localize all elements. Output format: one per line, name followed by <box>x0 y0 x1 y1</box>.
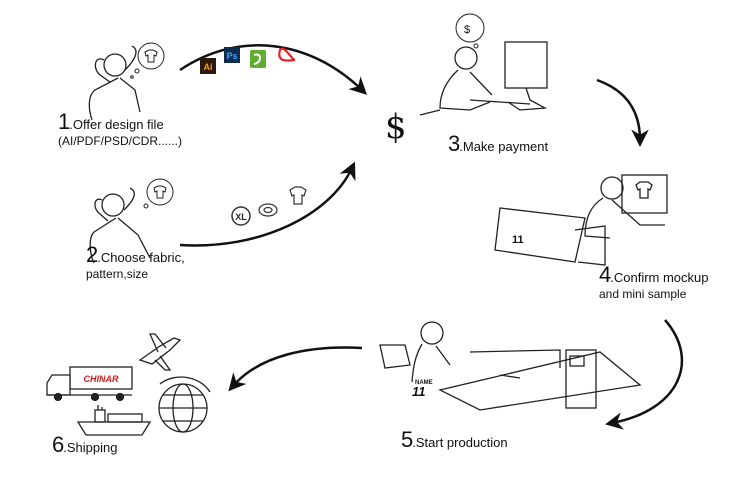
production-jersey-name: NAME <box>415 380 433 386</box>
truck-brand-label: CHINAR <box>84 374 119 384</box>
step-2-number: 2 <box>86 242 98 267</box>
arrow-step4-to-step5 <box>605 319 684 430</box>
step-1-label: 1.Offer design file (AI/PDF/PSD/CDR.....… <box>58 111 183 150</box>
thought-bubble-dollar <box>455 13 485 49</box>
payment-figure-computer <box>419 41 548 116</box>
shirt-pattern-icon <box>289 186 307 205</box>
ps-file-icon: Ps <box>224 47 240 63</box>
step-4-label: 4.Confirm mockup and mini sample <box>599 264 709 303</box>
step-4-title: .Confirm mockup <box>610 270 709 285</box>
cdr-file-icon <box>250 50 266 68</box>
step-3-label: 3.Make payment <box>448 133 549 155</box>
designer-figure <box>88 45 141 121</box>
bubble-dollar-icon: $ <box>464 24 470 36</box>
step-4-subtitle: and mini sample <box>599 287 687 301</box>
step-5-number: 5 <box>401 427 413 452</box>
arrow-step5-to-step6 <box>228 346 363 392</box>
step-6-title: .Shipping <box>63 440 118 455</box>
mockup-figure-computer <box>494 174 668 266</box>
step-3-number: 3 <box>448 131 460 156</box>
step-2-label: 2.Choose fabric, pattern,size <box>86 244 185 283</box>
step-5-title: .Start production <box>412 435 508 450</box>
thought-bubble-shirt-2 <box>143 178 174 209</box>
step-1-number: 1 <box>58 109 70 134</box>
airplane-icon <box>138 333 182 371</box>
ai-icon-label: Ai <box>204 62 213 72</box>
pdf-file-icon <box>278 47 296 62</box>
step-2-title: .Choose fabric, <box>97 250 185 265</box>
thought-bubble-shirt <box>130 42 165 79</box>
step-1-subtitle: (AI/PDF/PSD/CDR......) <box>58 134 183 148</box>
mockup-jersey-number: 11 <box>512 234 524 246</box>
size-label: XL <box>235 212 247 222</box>
step-4-number: 4 <box>599 262 611 287</box>
step-5-label: 5.Start production <box>401 429 508 451</box>
ps-icon-label: Ps <box>226 51 237 61</box>
production-machine <box>379 321 642 411</box>
step-3-title: .Make payment <box>459 139 549 154</box>
arrow-step2-to-step3 <box>179 161 356 247</box>
step-1-title: .Offer design file <box>69 117 164 132</box>
size-xl-icon: XL <box>231 206 251 226</box>
globe-icon <box>158 376 211 433</box>
step-6-number: 6 <box>52 432 64 457</box>
dollar-icon: $ <box>385 107 407 147</box>
arrow-step1-to-step3 <box>179 44 368 95</box>
arrow-step3-to-step4 <box>596 78 649 147</box>
ai-file-icon: Ai <box>200 58 216 74</box>
truck-icon <box>46 366 133 402</box>
cargo-ship-icon <box>76 405 152 436</box>
step-6-label: 6.Shipping <box>52 434 118 456</box>
production-jersey-number: 11 <box>412 384 426 399</box>
fabric-chooser-figure <box>89 187 151 264</box>
step-2-subtitle: pattern,size <box>86 267 149 281</box>
fabric-roll-icon <box>258 203 278 217</box>
